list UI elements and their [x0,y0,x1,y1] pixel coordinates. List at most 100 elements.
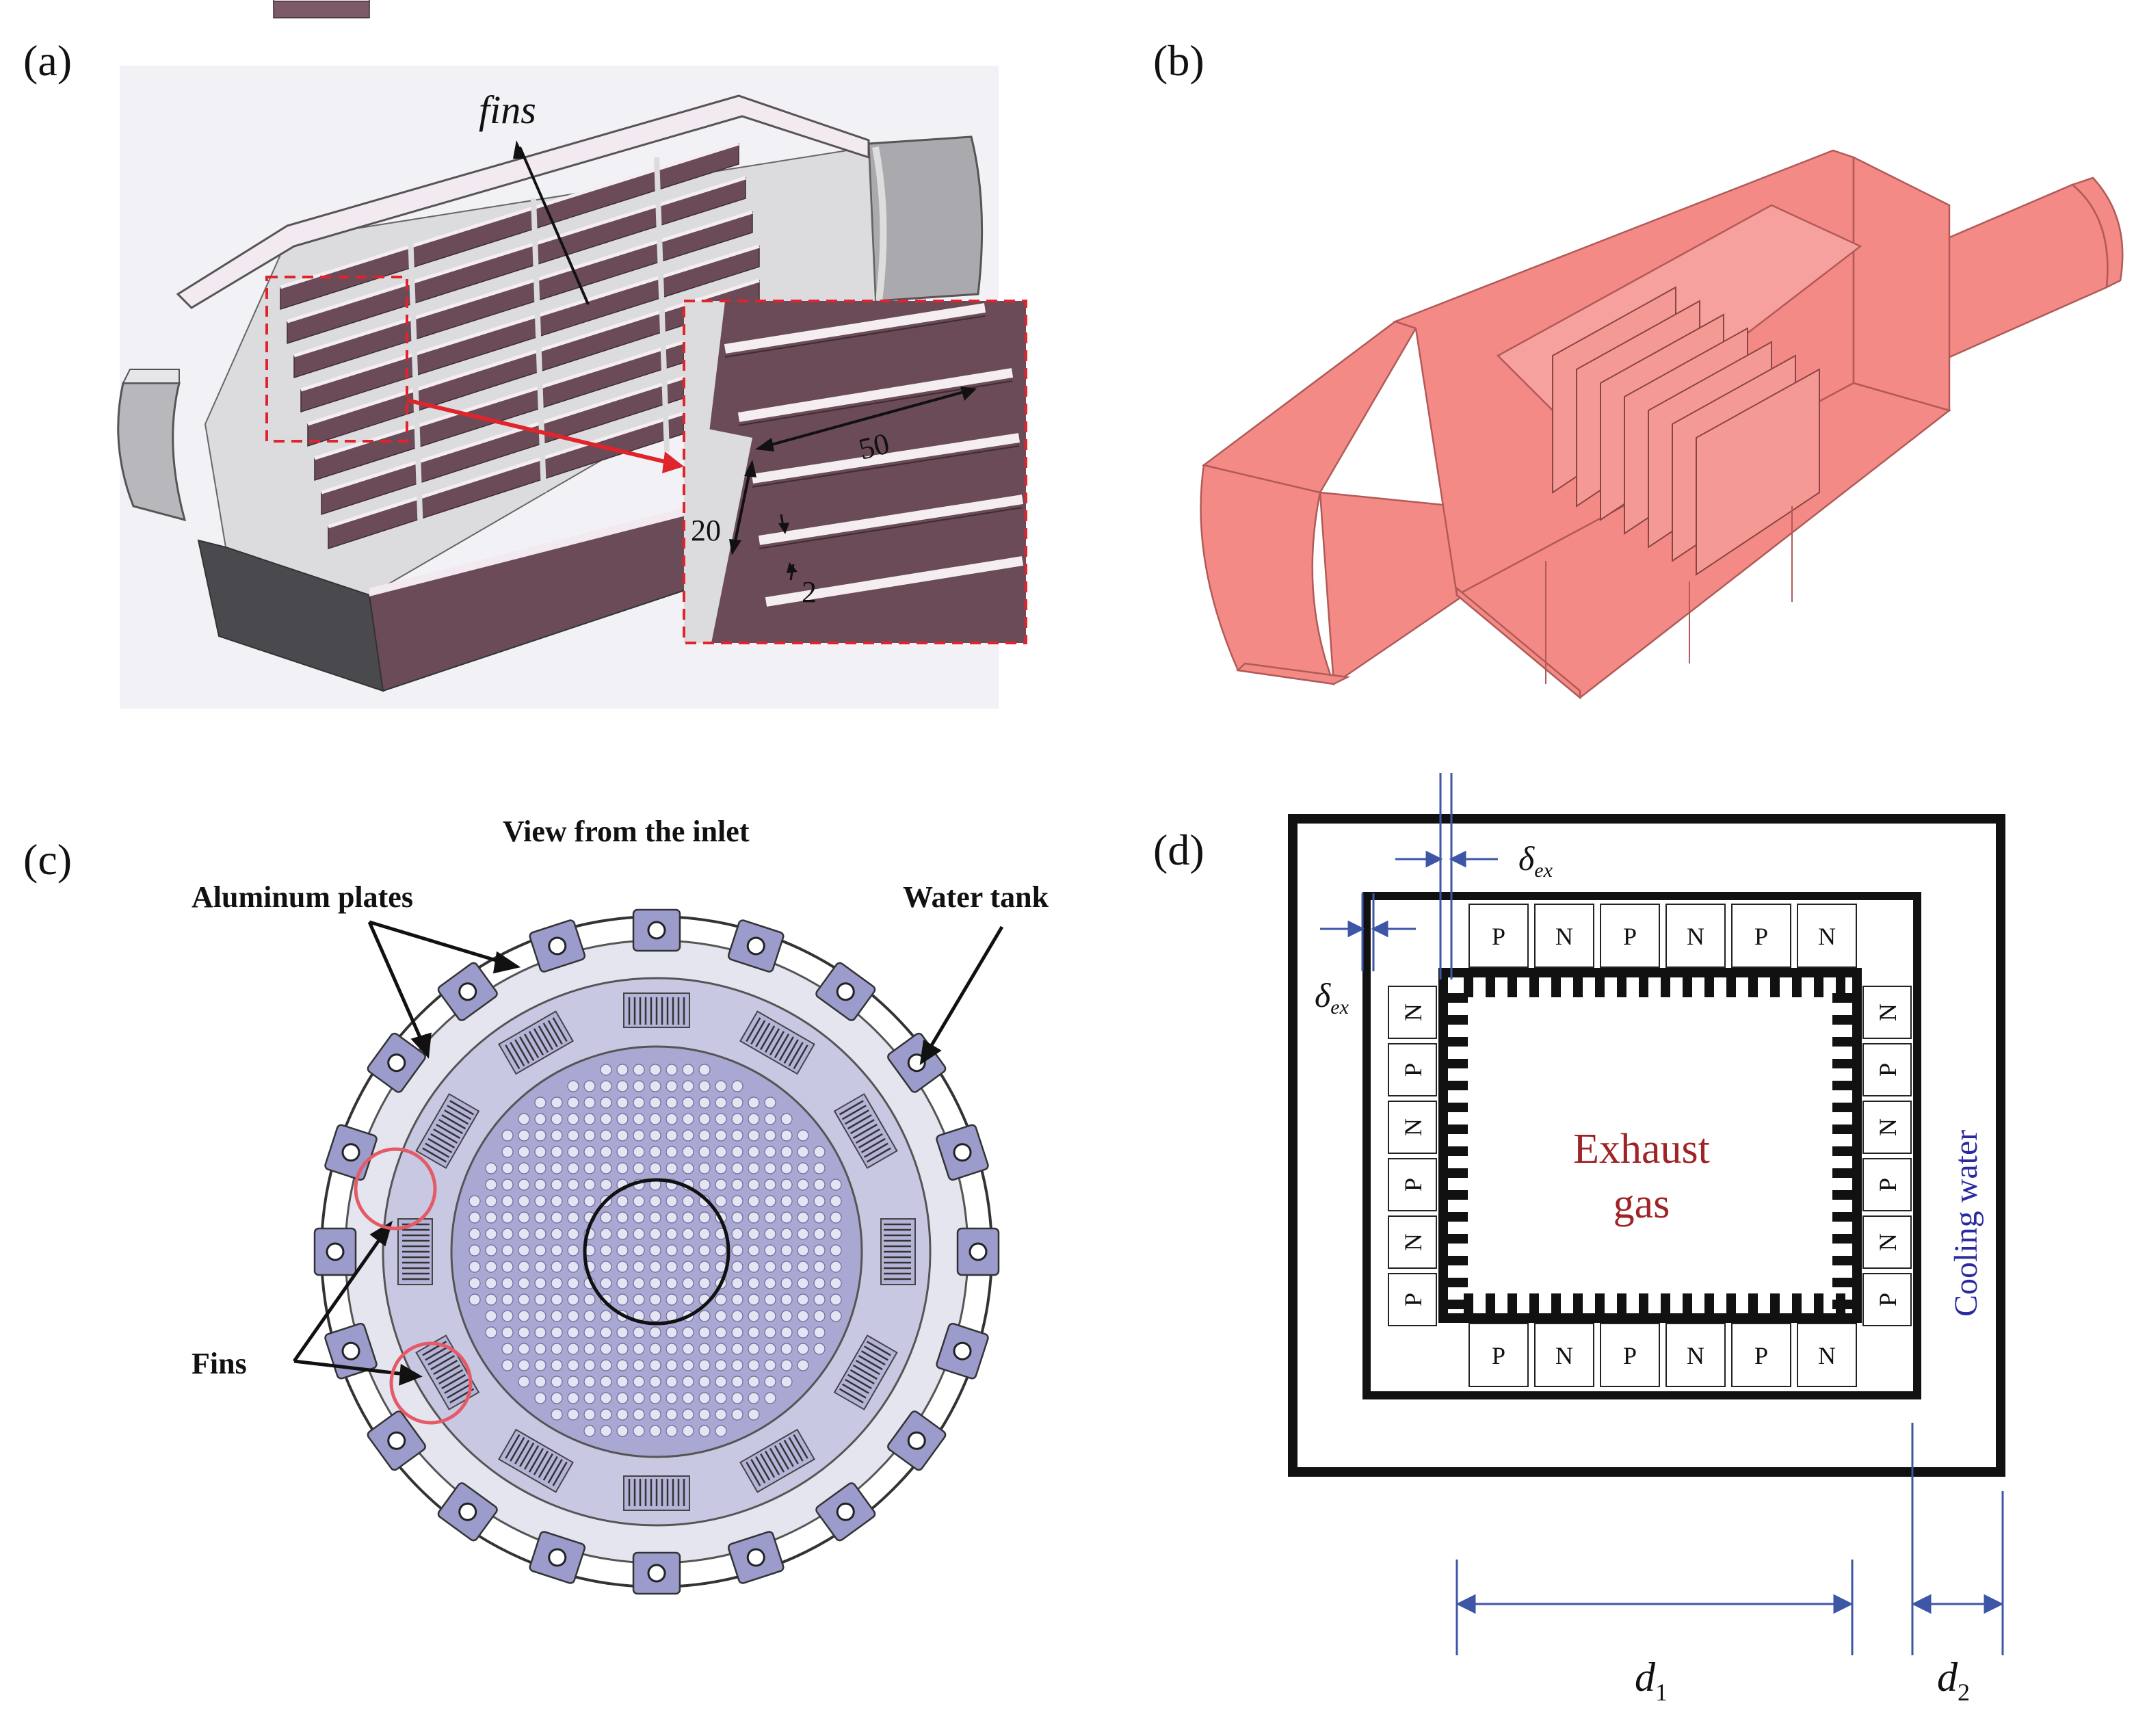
tube-hole [715,1359,727,1371]
tube-hole [534,1162,546,1174]
tank-block [313,1227,357,1276]
tube-hole [797,1277,809,1289]
water-tank-pointer [925,925,1004,1055]
tube-hole [797,1146,809,1158]
fin-tooth [1551,1293,1561,1314]
fin-pack [623,1475,690,1511]
tube-hole [780,1195,793,1207]
fin-tooth [1661,1293,1670,1314]
tube-hole [633,1326,645,1339]
fin-tooth [1447,1168,1468,1178]
fin-tooth [1814,1293,1823,1314]
tube-hole [501,1211,514,1224]
fin-tooth [1486,1293,1495,1314]
fin-pack [833,1093,898,1169]
n-leg: N [1534,1323,1594,1387]
tube-hole [813,1310,826,1322]
tube-hole [813,1228,826,1240]
n-leg: N [1665,904,1726,968]
tube-hole [567,1146,579,1158]
fin-tooth [1683,1293,1692,1314]
tube-hole [534,1293,546,1306]
tube-hole [551,1211,563,1224]
panel-d-label: (d) [1153,826,1204,874]
tube-hole [764,1162,776,1174]
tube-hole [485,1162,497,1174]
tube-hole [764,1146,776,1158]
tube-hole [616,1129,629,1142]
n-leg: N [1797,904,1857,968]
tank-block [887,1410,947,1471]
tube-hole [715,1146,727,1158]
panel-b: (b) [1074,0,2147,725]
tube-hole [682,1146,694,1158]
tube-hole [551,1113,563,1125]
tube-hole [715,1343,727,1355]
tube-hole [501,1277,514,1289]
tank-block [632,908,681,952]
tube-hole [748,1310,760,1322]
tube-hole [501,1359,514,1371]
tube-hole [698,1211,711,1224]
tube-hole [666,1408,678,1421]
tube-hole [518,1277,530,1289]
panel-a-label: (a) [23,36,73,85]
fin-tooth [1832,1168,1853,1178]
tube-hole [534,1113,546,1125]
tube-hole [698,1162,711,1174]
tube-hole [583,1376,596,1388]
tube-hole [748,1162,760,1174]
tube-hole [830,1261,842,1273]
svg-text:P: P [1874,1063,1901,1077]
tube-hole [551,1359,563,1371]
tank-block [815,962,876,1021]
tube-hole [698,1343,711,1355]
fin-packs [397,992,916,1511]
tube-hole [583,1129,596,1142]
fin-tooth [1832,1037,1853,1047]
fin-tooth [1486,977,1495,997]
tube-hole [534,1392,546,1404]
tube-hole [748,1343,760,1355]
svg-text:N: N [1818,1342,1836,1369]
aluminum-plates-label: Aluminum plates [192,880,413,914]
fin-tooth [1447,1300,1468,1309]
tube-hole [731,1096,743,1109]
tube-hole [485,1228,497,1240]
tank-block [529,919,586,973]
tube-hole [780,1244,793,1257]
fin-tooth [1447,1190,1468,1200]
svg-text:P: P [1399,1063,1427,1077]
tube-hole [731,1211,743,1224]
fin-pack [397,1218,433,1285]
tank-block [632,1551,681,1595]
svg-text:P: P [1874,1293,1901,1306]
fin-tooth [1832,1146,1853,1156]
tube-hole [469,1293,481,1306]
tube-hole [748,1244,760,1257]
svg-text:P: P [1399,1178,1427,1192]
tube-hole [764,1293,776,1306]
tube-hole [682,1096,694,1109]
selection-box [265,276,408,443]
p-leg: P [1862,1158,1912,1211]
tube-hole [534,1310,546,1322]
tube-hole [567,1096,579,1109]
tube-hole [682,1162,694,1174]
tube-hole [748,1359,760,1371]
view-title: View from the inlet [503,815,750,848]
tube-hole [518,1326,530,1339]
fin-tooth [1832,1190,1853,1200]
tube-hole [813,1146,826,1158]
tube-hole [666,1113,678,1125]
tube-hole [682,1080,694,1092]
tube-hole [797,1326,809,1339]
svg-text:N: N [1874,1233,1901,1251]
tube-hole [600,1096,612,1109]
tube-hole [666,1096,678,1109]
tube-hole [764,1195,776,1207]
tube-hole [501,1162,514,1174]
tube-hole [567,1244,579,1257]
fin-tooth [1661,977,1670,997]
